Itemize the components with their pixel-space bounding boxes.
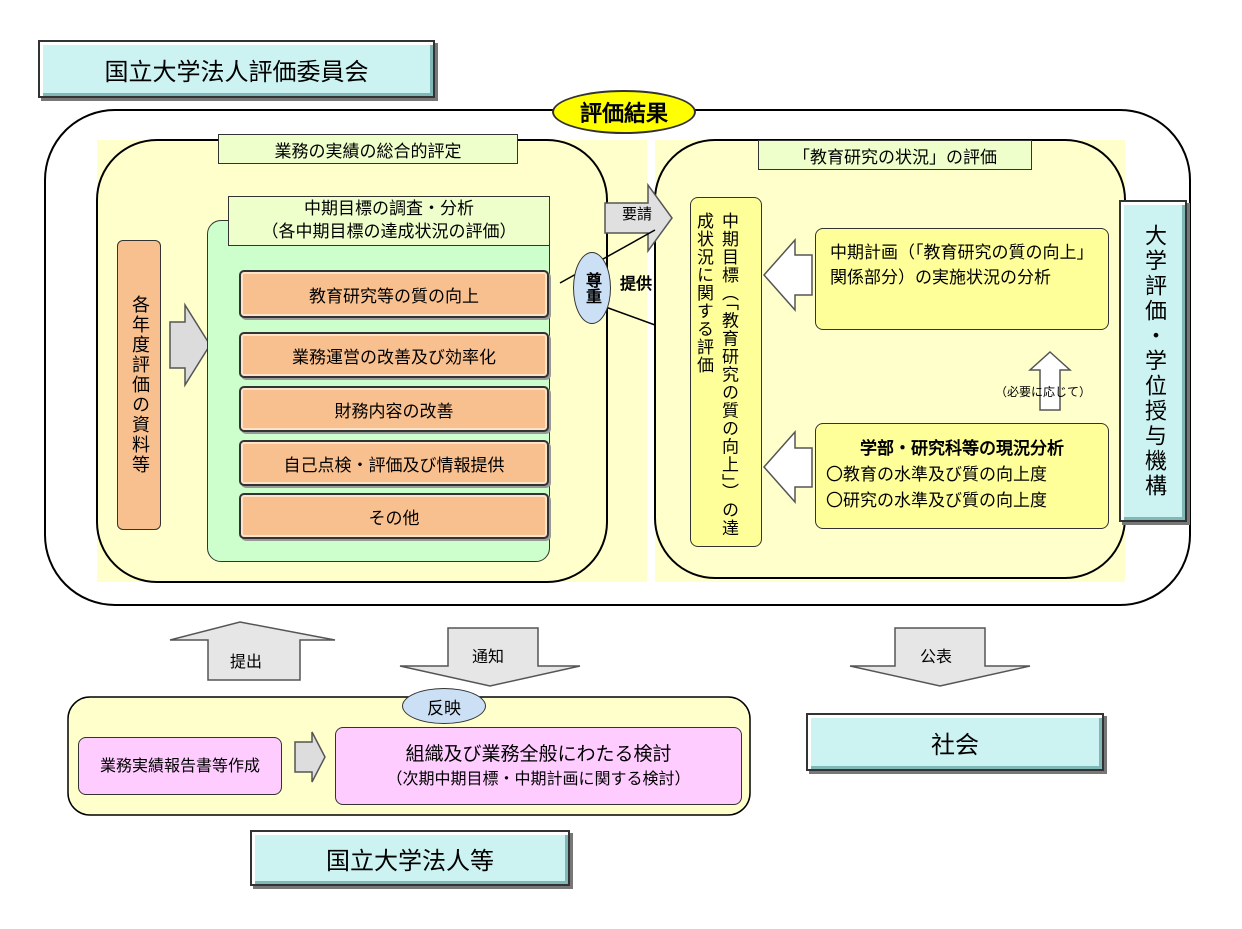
faculty-title: 学部・研究科等の現況分析 (860, 439, 1064, 459)
faculty-arrow (762, 430, 813, 504)
publish-label: 公表 (920, 647, 953, 666)
midterm-title-line1: 中期目標の調査・分析 (304, 199, 474, 219)
report-box: 業務実績報告書等作成 (78, 737, 282, 795)
respect-badge: 尊重 (573, 252, 611, 324)
midterm-item-quality: 教育研究等の質の向上 (239, 270, 549, 318)
midterm-item-self-assessment: 自己点検・評価及び情報提供 (239, 440, 549, 486)
achievement-box: 中期目標（「教育研究の質の向上」）の達成状況に関する評価 (690, 197, 762, 547)
midterm-title: 中期目標の調査・分析 （各中期目標の達成状況の評価） (228, 196, 550, 246)
plan-analysis-box: 中期計画（「教育研究の質の向上」関係部分）の実施状況の分析 (815, 228, 1109, 330)
faculty-analysis-box: 学部・研究科等の現況分析 〇教育の水準及び質の向上度 〇研究の水準及び質の向上度 (815, 423, 1109, 529)
plan-arrow (762, 238, 813, 312)
review-line1: 組織及び業務全般にわたる検討 (405, 743, 672, 765)
request-label: 要請 (622, 205, 653, 223)
midterm-item-finance: 財務内容の改善 (239, 386, 549, 432)
provide-label: 提供 (620, 274, 653, 293)
niad-label: 大学評価・学位授与機構 (1141, 223, 1166, 499)
midterm-title-line2: （各中期目標の達成状況の評価） (261, 222, 517, 242)
reflect-badge: 反映 (402, 688, 486, 724)
reflect-arrow (294, 731, 326, 783)
midterm-item-operations: 業務運営の改善及び効率化 (239, 332, 549, 378)
university-box: 国立大学法人等 (250, 830, 570, 886)
materials-arrow (169, 302, 211, 388)
overall-title: 業務の実績の総合的評定 (218, 134, 518, 164)
edu-research-title: 「教育研究の状況」の評価 (758, 140, 1032, 170)
notify-label: 通知 (472, 647, 505, 666)
niad-box: 大学評価・学位授与機構 (1119, 200, 1187, 522)
up-arrow (1028, 350, 1072, 411)
publish-arrow (849, 627, 1031, 687)
annual-materials: 各年度評価の資料等 (117, 240, 161, 530)
faculty-line1: 〇教育の水準及び質の向上度 (826, 465, 1047, 485)
committee-title: 国立大学法人評価委員会 (38, 40, 435, 98)
midterm-item-other: その他 (239, 493, 549, 539)
achievement-text: 中期目標（「教育研究の質の向上」）の達成状況に関する評価 (693, 212, 738, 537)
request-arrow (604, 182, 673, 254)
as-needed-label: （必要に応じて） (995, 385, 1092, 399)
review-box: 組織及び業務全般にわたる検討 （次期中期目標・中期計画に関する検討） (335, 727, 742, 805)
submit-label: 提出 (230, 652, 263, 671)
review-line2: （次期中期目標・中期計画に関する検討） (386, 769, 691, 788)
notify-arrow (399, 627, 581, 687)
society-box: 社会 (806, 713, 1104, 771)
respect-line-bottom (599, 304, 656, 326)
evaluation-result-badge: 評価結果 (552, 90, 696, 134)
faculty-line2: 〇研究の水準及び質の向上度 (826, 491, 1047, 511)
submit-arrow (169, 621, 336, 681)
